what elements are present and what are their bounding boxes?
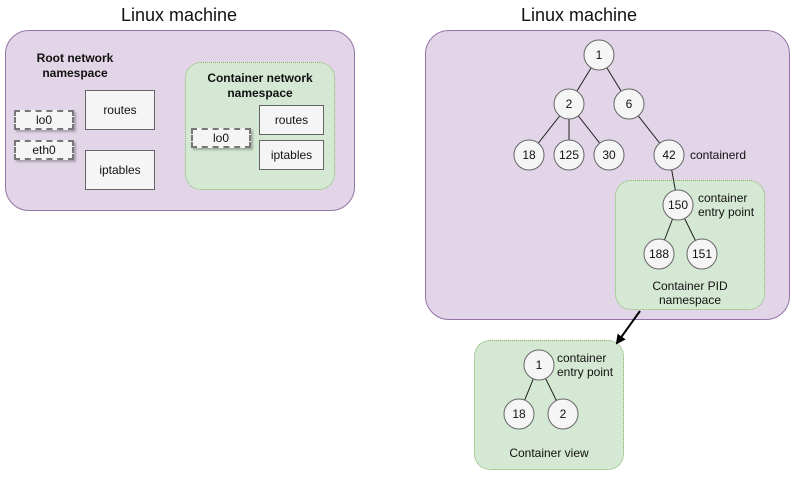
process-node-18 <box>513 139 545 171</box>
root-network-namespace-label: Root network namespace <box>20 51 130 81</box>
namespace-to-view-arrow <box>615 310 641 345</box>
process-label-1: 1 <box>596 48 603 62</box>
root-ns-line1: Root network <box>36 51 114 65</box>
view-label-18: 18 <box>512 407 526 421</box>
routes-box: routes <box>85 90 155 130</box>
process-label-151: 151 <box>692 247 712 261</box>
container-view-label: Container view <box>509 446 589 460</box>
container-routes-box: routes <box>259 105 324 135</box>
container-iptables-box: iptables <box>259 140 324 170</box>
view-entry-point-label: container entry point <box>557 351 613 379</box>
host-entry-point-label: container entry point <box>698 191 754 219</box>
view-node-2 <box>547 398 579 430</box>
iptables-box: iptables <box>85 150 155 190</box>
process-node-151 <box>686 238 718 270</box>
host-tree-nodes <box>513 39 718 270</box>
process-node-125 <box>553 139 585 171</box>
container-ns-line1: Container network <box>207 71 313 85</box>
process-node-150 <box>662 189 694 221</box>
container-lo0-interface: lo0 <box>191 128 251 148</box>
view-node-18 <box>503 398 535 430</box>
process-label-6: 6 <box>626 97 633 111</box>
process-node-6 <box>613 88 645 120</box>
right-machine-title: Linux machine <box>520 5 638 25</box>
view-tree-labels: 1 18 2 <box>512 358 566 421</box>
process-node-1 <box>583 39 615 71</box>
process-node-42 <box>653 139 685 171</box>
view-node-1 <box>523 349 555 381</box>
pid-ns-line1: Container PID <box>652 279 728 293</box>
view-label-1: 1 <box>536 358 543 372</box>
pid-namespace-label: Container PID namespace <box>615 279 765 307</box>
process-label-125: 125 <box>559 148 579 162</box>
process-label-150: 150 <box>668 198 688 212</box>
view-tree-nodes <box>503 349 579 430</box>
left-machine-title: Linux machine <box>120 5 238 25</box>
containerd-label: containerd <box>690 148 747 162</box>
view-entry-line1: container <box>557 351 607 365</box>
eth0-interface: eth0 <box>14 140 74 160</box>
process-label-30: 30 <box>602 148 616 162</box>
process-label-42: 42 <box>662 148 676 162</box>
process-node-188 <box>643 238 675 270</box>
host-entry-line2: entry point <box>698 205 755 219</box>
process-label-2: 2 <box>566 97 573 111</box>
process-label-188: 188 <box>649 247 669 261</box>
view-entry-line2: entry point <box>557 365 614 379</box>
host-tree-labels: 1 2 6 18 125 30 42 150 188 151 <box>522 48 712 261</box>
process-node-2 <box>553 88 585 120</box>
view-label-2: 2 <box>560 407 567 421</box>
lo0-interface: lo0 <box>14 110 74 130</box>
process-label-18: 18 <box>522 148 536 162</box>
pid-ns-line2: namespace <box>658 293 722 307</box>
process-node-30 <box>593 139 625 171</box>
container-network-namespace-label: Container network namespace <box>185 71 335 101</box>
container-ns-line2: namespace <box>227 86 293 100</box>
host-entry-line1: container <box>698 191 748 205</box>
root-ns-line2: namespace <box>42 66 108 80</box>
